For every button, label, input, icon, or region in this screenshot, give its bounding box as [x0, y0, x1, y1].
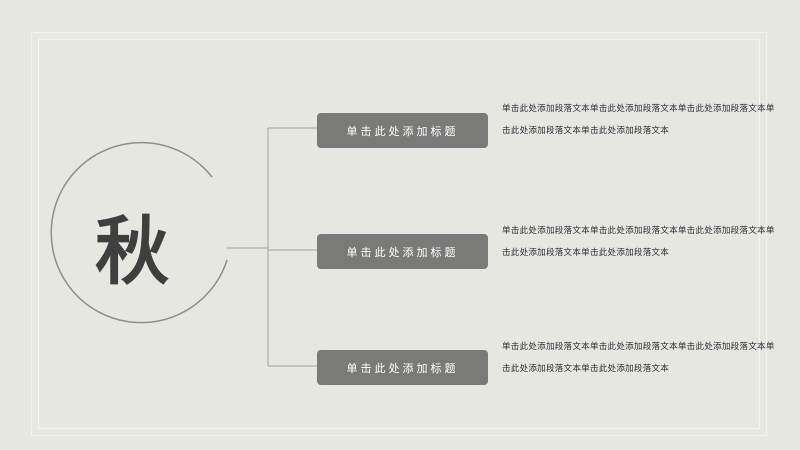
season-character: 秋: [95, 209, 169, 295]
paragraph-1[interactable]: 单击此处添加段落文本单击此处添加段落文本单击此处添加段落文本单击此处添加段落文本…: [502, 104, 775, 136]
title-box-2[interactable]: 单击此处添加标题: [317, 234, 488, 269]
circle-arc: [50, 141, 228, 324]
title-box-3[interactable]: 单击此处添加标题: [317, 350, 488, 385]
paragraph-3[interactable]: 单击此处添加段落文本单击此处添加段落文本单击此处添加段落文本单击此处添加段落文本…: [502, 342, 775, 374]
paragraph-2[interactable]: 单击此处添加段落文本单击此处添加段落文本单击此处添加段落文本单击此处添加段落文本…: [502, 226, 775, 258]
title-box-1[interactable]: 单击此处添加标题: [317, 113, 488, 148]
outer-frame: [31, 32, 767, 436]
inner-frame: [38, 39, 760, 429]
